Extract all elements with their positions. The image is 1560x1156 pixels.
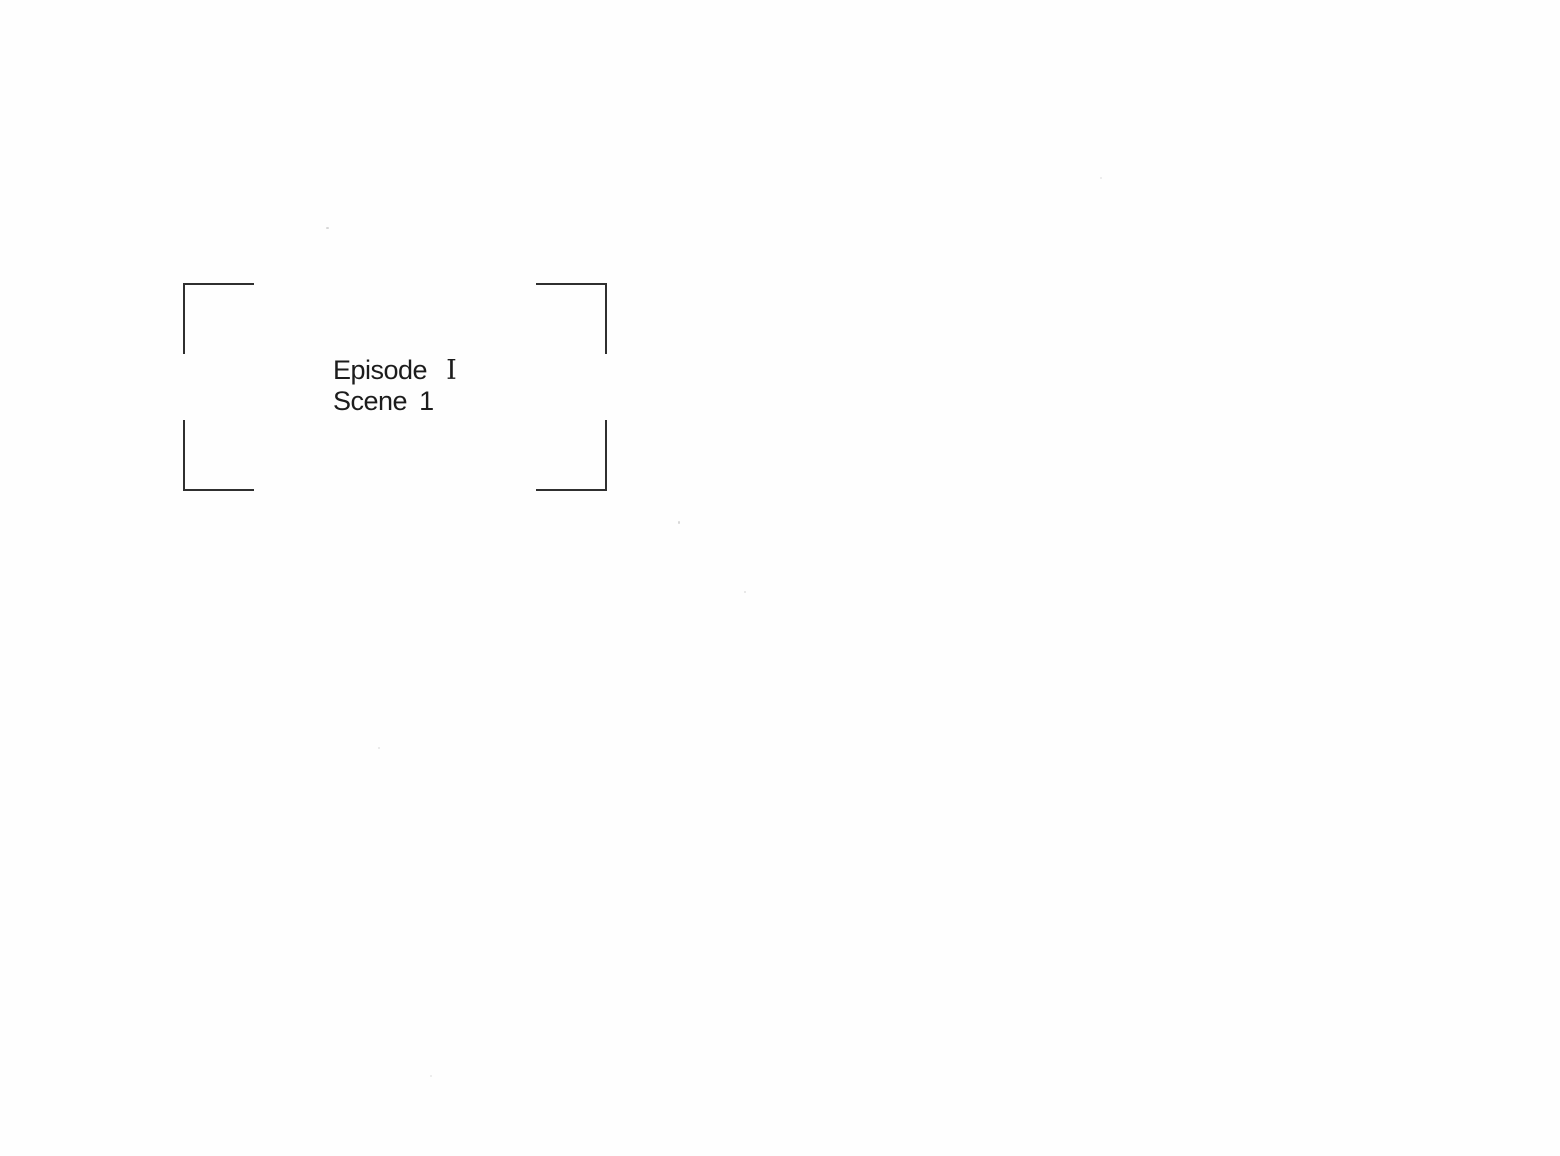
frame-corner-bottom-left-icon [183,420,254,491]
scan-speck [1100,177,1102,179]
title-text: Episode I Scene 1 [333,355,457,416]
scene-label: Scene [333,386,408,416]
scan-speck [678,521,680,524]
episode-label: Episode [333,355,428,385]
title-frame: Episode I Scene 1 [183,283,607,491]
scene-number: 1 [419,386,434,416]
scene-line: Scene 1 [333,386,457,416]
scan-speck [378,747,380,749]
episode-numeral: I [446,355,457,386]
episode-line: Episode I [333,355,457,386]
frame-corner-top-right-icon [536,283,607,354]
scan-speck [326,227,329,229]
scan-speck [430,1075,432,1077]
scan-speck [744,591,746,593]
frame-corner-top-left-icon [183,283,254,354]
frame-corner-bottom-right-icon [536,420,607,491]
